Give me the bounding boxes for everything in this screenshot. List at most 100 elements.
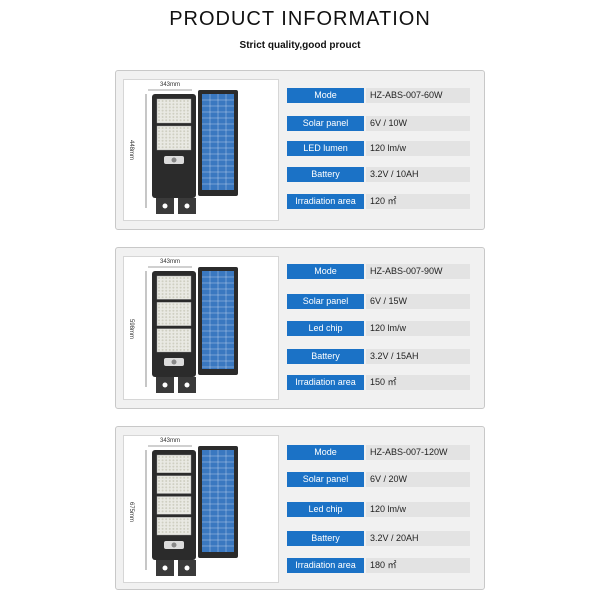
led-chip (172, 296, 175, 299)
led-chip (176, 468, 178, 471)
led-chip (179, 507, 182, 510)
led-chip (172, 136, 175, 139)
led-chip (161, 518, 164, 521)
led-chip (172, 518, 175, 521)
led-chip (168, 109, 171, 112)
led-chip (179, 106, 182, 109)
led-chip (183, 109, 186, 112)
led-chip (161, 112, 164, 115)
led-chip (172, 289, 175, 292)
led-chip (172, 462, 175, 465)
led-chip (158, 342, 160, 345)
led-chip (183, 277, 186, 279)
led-chip (165, 312, 168, 315)
spec-label: LED lumen (287, 141, 364, 156)
led-chip (165, 462, 168, 465)
led-chip (186, 497, 189, 500)
led-chip (172, 500, 175, 503)
led-chip (179, 476, 182, 479)
led-chip (186, 527, 189, 530)
led-chip (176, 527, 178, 530)
led-chip (183, 507, 186, 510)
led-chip (172, 510, 175, 513)
led-chip (158, 476, 160, 479)
led-chip (172, 103, 175, 106)
led-chip (176, 103, 178, 106)
led-chip (161, 283, 164, 286)
led-chip (183, 306, 186, 309)
led-chip (179, 146, 182, 149)
led-chip (176, 139, 178, 142)
led-chip (168, 319, 171, 322)
led-chip (168, 503, 171, 506)
led-chip (179, 312, 182, 315)
led-chip (165, 139, 168, 142)
led-chip (172, 130, 175, 133)
led-chip (183, 518, 186, 521)
led-chip (165, 456, 168, 458)
led-chip (176, 497, 178, 500)
led-chip (165, 329, 168, 332)
led-chip (161, 483, 164, 486)
led-chip (165, 130, 168, 133)
led-chip (179, 468, 182, 471)
led-chip (186, 139, 189, 142)
spec-label: Solar panel (287, 116, 364, 131)
led-chip (179, 303, 182, 306)
spec-label: Battery (287, 531, 364, 546)
led-chip (165, 277, 168, 279)
led-chip (158, 109, 160, 112)
led-chip (158, 518, 160, 521)
led-chip (165, 306, 168, 309)
led-chip (179, 116, 182, 118)
led-chip (161, 456, 164, 458)
led-chip (158, 456, 160, 458)
led-chip (172, 345, 175, 348)
led-chip (176, 486, 178, 489)
led-chip (183, 136, 186, 139)
led-chip (158, 468, 160, 471)
led-chip (168, 136, 171, 139)
led-chip (172, 476, 175, 479)
led-chip (172, 332, 175, 335)
led-chip (165, 283, 168, 286)
led-chip (168, 100, 171, 102)
led-chip (172, 507, 175, 510)
product-image-60w: 343mm 448mm (123, 79, 279, 221)
led-chip (172, 309, 175, 312)
led-chip (183, 329, 186, 332)
led-chip (168, 339, 171, 342)
spec-row-irradiation-area: Irradiation area 150 ㎡ (287, 375, 470, 390)
led-chip (186, 336, 189, 339)
led-chip (172, 503, 175, 506)
led-chip (168, 486, 171, 489)
led-chip (183, 336, 186, 339)
led-chip (172, 293, 175, 295)
motion-sensor-lens (171, 542, 177, 548)
led-chip (168, 348, 171, 351)
led-chip (168, 306, 171, 309)
led-chip (172, 497, 175, 500)
led-chip (165, 524, 168, 527)
spec-label: Mode (287, 264, 364, 279)
led-chip (165, 521, 168, 524)
led-chip (158, 500, 160, 503)
led-chip (161, 280, 164, 283)
led-chip (176, 329, 178, 332)
led-chip (176, 531, 178, 534)
spec-label: Led chip (287, 321, 364, 336)
led-chip (168, 309, 171, 312)
led-chip (168, 507, 171, 510)
led-chip (186, 456, 189, 458)
led-chip (165, 486, 168, 489)
led-chip (176, 277, 178, 279)
led-chip (179, 283, 182, 286)
led-chip (158, 136, 160, 139)
led-chip (161, 116, 164, 118)
led-chip (161, 296, 164, 299)
led-chip (158, 345, 160, 348)
led-chip (168, 489, 171, 492)
led-chip (186, 286, 189, 289)
spec-value: 6V / 10W (366, 116, 470, 131)
led-chip (183, 100, 186, 102)
